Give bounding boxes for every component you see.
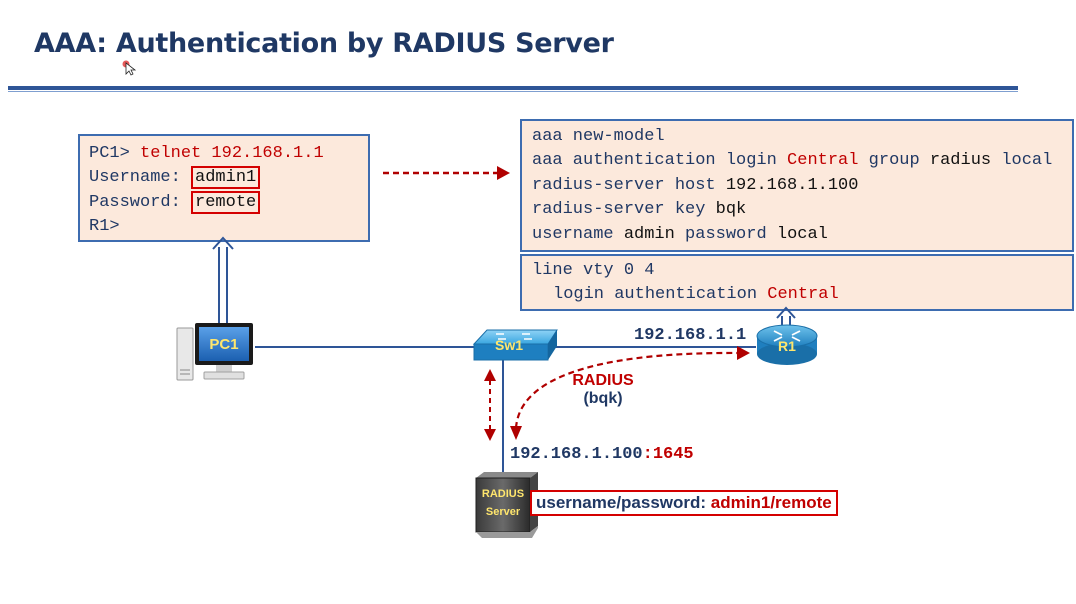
config-value: 192.168.1.100: [725, 175, 859, 195]
config-text: username: [532, 224, 614, 244]
method-list-name: Central: [767, 285, 839, 305]
terminal-line-username: Username: admin1: [89, 166, 359, 190]
username-label: Username:: [89, 168, 181, 188]
terminal-line-telnet: PC1> telnet 192.168.1.1: [89, 142, 359, 166]
pc-label: PC1: [209, 336, 238, 353]
radius-protocol-label: RADIUS (bqk): [565, 372, 641, 408]
config-text: login authentication: [553, 285, 758, 305]
server-ip-label: 192.168.1.100:1645: [510, 445, 694, 464]
radius-label: RADIUS: [572, 372, 634, 389]
vty-line: line vty 0 4: [532, 261, 655, 280]
page-title: AAA: Authentication by RADIUS Server: [34, 28, 614, 59]
config-value: local: [776, 224, 828, 244]
switch-icon: [472, 329, 558, 361]
router-config-box: aaa new-model aaa authentication login C…: [520, 119, 1074, 252]
config-text: radius-server key: [532, 200, 706, 220]
pc-up-arrow-icon: [212, 236, 234, 323]
vty-login-line: login authentication Central: [532, 283, 1062, 307]
config-line-radius-host: radius-server host 192.168.1.100: [532, 174, 1062, 198]
server-port: :1645: [642, 445, 694, 464]
router-icon: [756, 324, 818, 365]
switch-server-double-arrow-icon: [484, 369, 496, 441]
config-text: aaa authentication login: [532, 151, 777, 171]
server-label-line1: RADIUS: [482, 488, 524, 500]
method-list-name: Central: [787, 151, 859, 171]
pc-icon: [176, 323, 253, 381]
server-ip: 192.168.1.100: [510, 445, 643, 464]
config-text: local: [1001, 151, 1053, 171]
router-label: R1: [778, 338, 796, 354]
password-label: Password:: [89, 192, 181, 212]
username-value: admin1: [191, 166, 261, 190]
password-value: remote: [191, 190, 261, 214]
terminal-line-result: R1>: [89, 217, 120, 237]
config-line-new-model: aaa new-model: [532, 127, 665, 146]
arrowhead-icon: [497, 166, 510, 180]
title-divider-shadow: [8, 91, 1018, 92]
terminal-line-password: Password: remote: [89, 190, 359, 215]
vty-config-box: line vty 0 4 login authentication Centra…: [520, 254, 1074, 311]
radius-exchange-arrow-icon: [510, 346, 750, 440]
config-text: password: [685, 224, 767, 244]
server-credentials-box: username/password: admin1/remote: [530, 490, 838, 516]
config-value: admin: [623, 224, 675, 244]
server-label-line2: Server: [486, 506, 521, 518]
config-line-radius-key: radius-server key bqk: [532, 198, 1062, 222]
telnet-command: telnet 192.168.1.1: [140, 144, 324, 163]
terminal-prompt: PC1>: [89, 144, 130, 163]
config-text: group: [868, 151, 920, 171]
title-divider: [8, 86, 1018, 90]
radius-server-icon: [475, 472, 538, 538]
config-value: bqk: [715, 200, 747, 220]
credentials-label: username/password:: [536, 493, 707, 512]
radius-key-label: (bqk): [583, 390, 623, 407]
switch-label: Sw1: [495, 337, 523, 353]
config-line-authentication: aaa authentication login Central group r…: [532, 149, 1062, 173]
credentials-value: admin1/remote: [710, 493, 832, 512]
config-text: radius-server host: [532, 175, 716, 195]
pc-terminal-box: PC1> telnet 192.168.1.1 Username: admin1…: [78, 134, 370, 242]
mouse-cursor-icon: [122, 60, 137, 76]
config-value: radius: [929, 151, 992, 171]
config-line-username: username admin password local: [532, 223, 1062, 247]
router-ip-label: 192.168.1.1: [634, 326, 747, 345]
